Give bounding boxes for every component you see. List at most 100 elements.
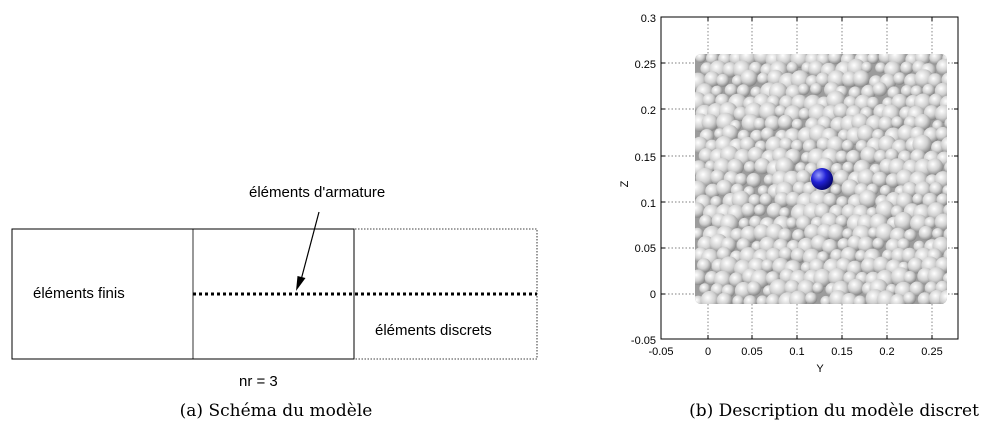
sphere bbox=[934, 213, 947, 231]
sphere bbox=[764, 115, 781, 132]
highlighted-sphere bbox=[811, 168, 833, 190]
sphere bbox=[704, 71, 721, 87]
sphere bbox=[872, 256, 891, 274]
sphere bbox=[857, 169, 876, 188]
sphere bbox=[746, 173, 762, 188]
sphere bbox=[928, 93, 944, 109]
sphere bbox=[942, 185, 947, 196]
label-nr: nr = 3 bbox=[239, 373, 278, 390]
sphere bbox=[790, 247, 807, 264]
sphere bbox=[914, 114, 931, 131]
sphere bbox=[912, 193, 924, 205]
sphere bbox=[856, 124, 875, 143]
y-tick-label: 0.25 bbox=[635, 59, 656, 71]
sphere bbox=[734, 173, 748, 186]
sphere bbox=[841, 139, 854, 152]
sphere bbox=[846, 150, 861, 165]
sphere bbox=[695, 180, 708, 200]
sphere bbox=[940, 136, 947, 154]
sphere bbox=[878, 116, 894, 132]
sphere bbox=[695, 227, 704, 240]
sphere bbox=[778, 247, 793, 262]
x-tick-label: 0.25 bbox=[921, 346, 942, 358]
sphere bbox=[766, 202, 783, 219]
sphere bbox=[875, 223, 895, 243]
x-tick-label: 0.05 bbox=[741, 346, 762, 358]
y-tick-label: 0.3 bbox=[641, 13, 656, 25]
sphere bbox=[822, 193, 838, 208]
sphere bbox=[827, 224, 845, 242]
discrete-element-region bbox=[192, 228, 538, 360]
caption-a: (a) Schéma du modèle bbox=[180, 401, 373, 421]
sphere bbox=[711, 85, 723, 97]
sphere bbox=[841, 293, 858, 304]
sphere bbox=[828, 54, 842, 65]
sphere bbox=[934, 104, 947, 124]
sphere bbox=[805, 292, 818, 304]
sphere bbox=[943, 272, 947, 285]
plot-ticks bbox=[661, 17, 958, 339]
label-finite-elements: éléments finis bbox=[33, 285, 125, 302]
sphere bbox=[731, 75, 744, 87]
y-tick-label: -0.05 bbox=[631, 335, 656, 347]
sphere bbox=[847, 278, 865, 296]
sphere bbox=[842, 161, 855, 174]
sphere-packing bbox=[695, 54, 947, 304]
sphere bbox=[798, 107, 811, 120]
sphere bbox=[792, 229, 805, 242]
y-axis-label: Z bbox=[619, 180, 631, 187]
y-tick-label: 0.1 bbox=[641, 198, 656, 210]
sphere bbox=[939, 289, 947, 304]
sphere bbox=[872, 237, 885, 250]
sphere bbox=[835, 150, 848, 164]
sphere bbox=[893, 212, 913, 231]
sphere bbox=[858, 189, 878, 209]
sphere bbox=[879, 185, 892, 197]
sphere bbox=[917, 292, 932, 304]
sphere bbox=[736, 84, 750, 98]
sphere bbox=[812, 282, 824, 294]
model-schema: éléments finis éléments discrets élément… bbox=[11, 184, 538, 421]
sphere bbox=[830, 184, 842, 196]
sphere bbox=[926, 158, 944, 175]
plot-axes-box bbox=[660, 16, 959, 340]
sphere bbox=[815, 72, 831, 87]
sphere bbox=[786, 217, 798, 229]
sphere bbox=[936, 193, 947, 206]
sphere bbox=[786, 61, 799, 74]
x-tick-label: 0.15 bbox=[831, 346, 852, 358]
sphere bbox=[697, 258, 712, 273]
sphere bbox=[893, 72, 906, 85]
sphere bbox=[897, 238, 910, 252]
sphere bbox=[730, 228, 745, 242]
sphere bbox=[833, 103, 850, 120]
sphere bbox=[860, 146, 878, 165]
sphere bbox=[732, 295, 745, 304]
sphere bbox=[795, 170, 811, 185]
sphere bbox=[909, 281, 925, 297]
sphere bbox=[779, 207, 791, 219]
sphere bbox=[872, 82, 888, 97]
sphere bbox=[695, 269, 706, 286]
sphere bbox=[724, 83, 738, 97]
sphere bbox=[903, 271, 917, 284]
label-discrete-elements: éléments discrets bbox=[375, 322, 492, 339]
sphere bbox=[835, 215, 848, 228]
sphere bbox=[753, 117, 766, 131]
sphere bbox=[701, 114, 719, 131]
sphere bbox=[789, 290, 808, 304]
sphere bbox=[774, 105, 787, 118]
x-tick-label: 0.1 bbox=[789, 346, 804, 358]
rebar-arrow-head bbox=[296, 276, 306, 291]
sphere bbox=[798, 83, 810, 96]
sphere bbox=[716, 292, 733, 304]
sphere bbox=[754, 158, 771, 175]
sphere bbox=[927, 267, 946, 286]
sphere bbox=[756, 295, 769, 304]
sphere bbox=[889, 293, 907, 304]
sphere bbox=[810, 83, 823, 95]
caption-b: (b) Description du modèle discret bbox=[689, 401, 979, 421]
sphere bbox=[746, 281, 762, 296]
sphere bbox=[872, 171, 888, 188]
